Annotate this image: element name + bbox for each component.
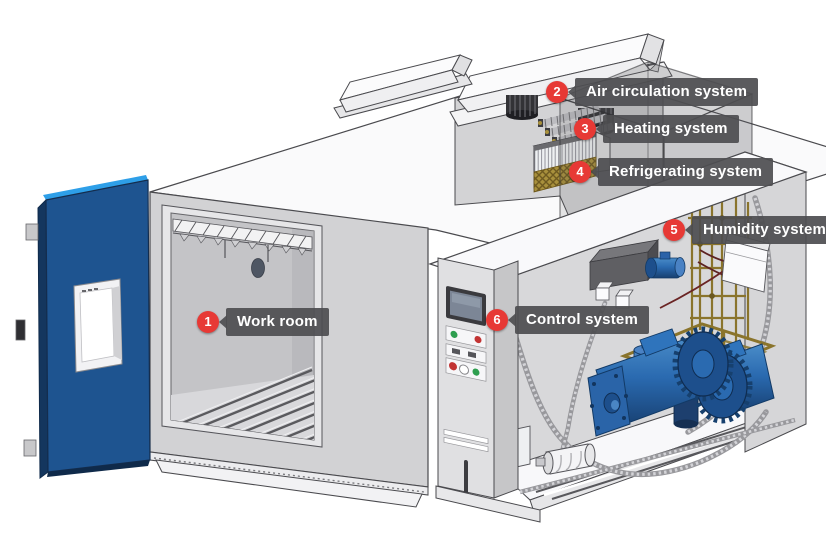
red-knob (449, 362, 457, 371)
door-window (73, 278, 123, 373)
red-button (474, 335, 482, 344)
control-cabinet (435, 257, 541, 523)
work-chamber (149, 191, 429, 508)
roof-hood (333, 54, 473, 119)
chamber-door (15, 175, 151, 479)
work-room-opening (161, 204, 323, 448)
port-hole (251, 258, 265, 278)
shelf-rack (172, 218, 313, 262)
green-knob (472, 368, 480, 376)
connector-cubes (595, 281, 634, 309)
white-knob (459, 364, 469, 375)
floor-grill (171, 366, 314, 440)
compressor-front (587, 326, 734, 437)
door-hinges (15, 223, 39, 457)
filter-cylinder (535, 443, 596, 475)
humidifier-pump (645, 251, 686, 279)
door-top-edge (43, 175, 148, 200)
green-button (450, 330, 458, 339)
handle-slot (464, 459, 468, 497)
control-panel (443, 286, 489, 497)
fan-left (506, 95, 538, 120)
